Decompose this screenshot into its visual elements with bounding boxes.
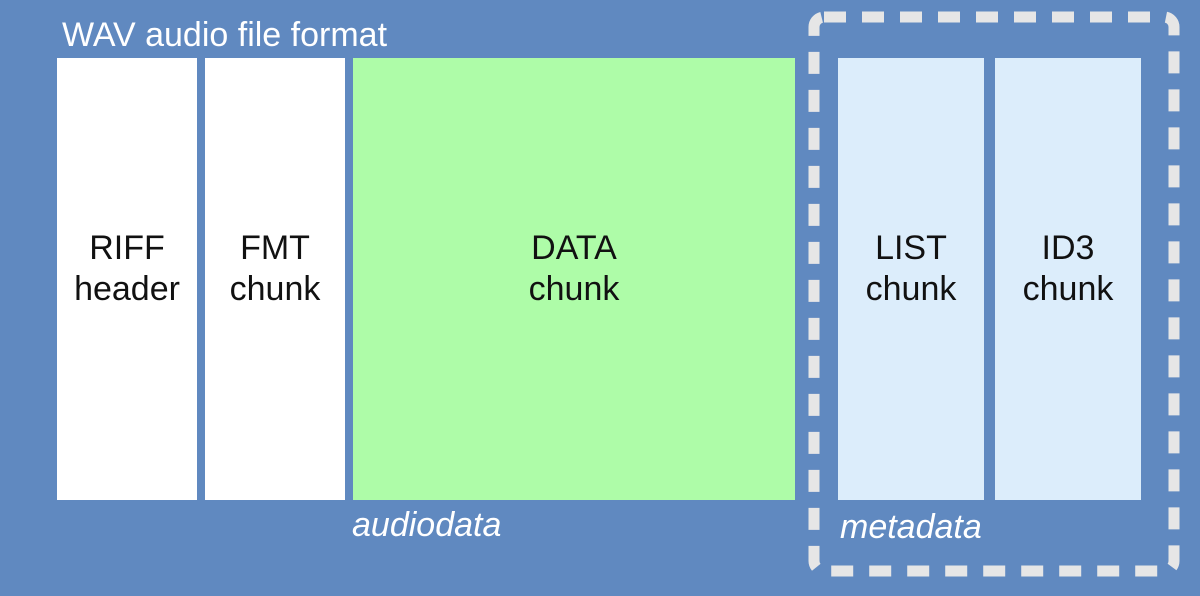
id3-chunk-label-line2: chunk [1022, 270, 1114, 308]
fmt-chunk-label: FMT chunk [230, 228, 321, 310]
riff-header-label-line2: header [74, 270, 180, 308]
data-chunk-label: DATA chunk [529, 228, 620, 310]
fmt-chunk-label-line2: chunk [229, 270, 321, 308]
data-chunk-block: DATA chunk [353, 58, 795, 500]
id3-chunk-label-line1: ID3 [1041, 229, 1095, 267]
list-chunk-label: LIST chunk [866, 228, 957, 310]
id3-chunk-label: ID3 chunk [1023, 228, 1114, 310]
fmt-chunk-label-line1: FMT [240, 229, 310, 267]
riff-header-label: RIFF header [74, 228, 180, 310]
id3-chunk-block: ID3 chunk [995, 58, 1141, 500]
list-chunk-block: LIST chunk [838, 58, 984, 500]
list-chunk-label-line2: chunk [865, 270, 957, 308]
riff-header-block: RIFF header [57, 58, 197, 500]
metadata-label: metadata [840, 508, 982, 546]
list-chunk-label-line1: LIST [875, 229, 947, 267]
audiodata-label: audiodata [352, 506, 502, 544]
riff-header-label-line1: RIFF [89, 229, 165, 267]
fmt-chunk-block: FMT chunk [205, 58, 345, 500]
metadata-dashed-frame [805, 8, 1183, 580]
diagram-title: WAV audio file format [62, 16, 388, 54]
data-chunk-label-line1: DATA [531, 229, 617, 267]
data-chunk-label-line2: chunk [528, 270, 620, 308]
